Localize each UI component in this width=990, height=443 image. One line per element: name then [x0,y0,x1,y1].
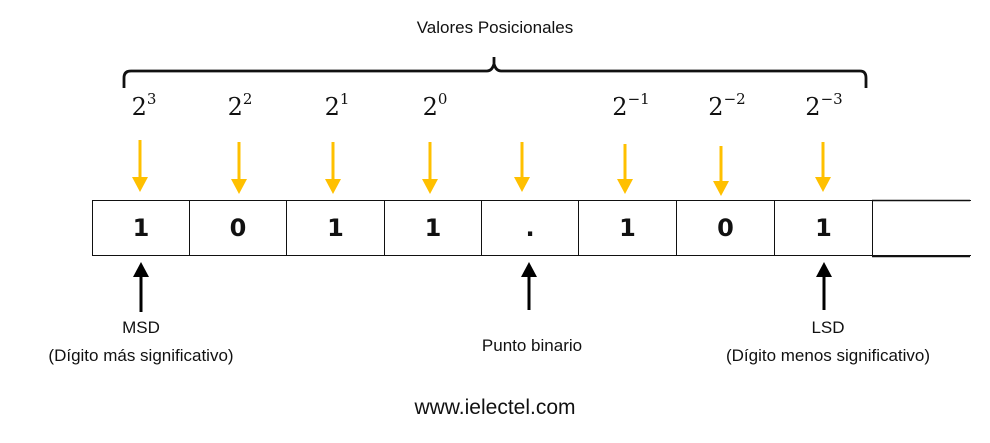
empty-cell [872,200,971,256]
bit-cell: 0 [676,200,774,256]
binary-point-cell: . [481,200,578,256]
power-label: 2−1 [612,90,650,121]
power-label: 2−2 [708,90,746,121]
arrow-down-icon [617,144,633,194]
binary-point-label: Punto binario [481,336,583,355]
lsd-description: (Dígito menos significativo) [725,346,931,365]
bit-cell: 1 [384,200,481,256]
arrow-down-icon [231,142,247,194]
power-label: 2−3 [805,90,843,121]
diagram-title: Valores Posicionales [416,18,574,37]
arrow-up-icon [521,262,537,310]
arrow-down-icon [514,142,530,192]
bit-cell: 1 [92,200,189,256]
arrow-down-icon [815,142,831,192]
pointer-arrows [133,262,832,312]
lsd-label: LSD [811,318,845,337]
power-label: 21 [324,90,350,121]
msd-description: (Dígito más significativo) [48,346,234,365]
arrow-down-icon [422,142,438,194]
arrow-down-icon [713,146,729,196]
arrow-up-icon [133,262,149,312]
arrow-up-icon [816,262,832,310]
brace-icon [122,57,868,88]
bit-cell: 0 [189,200,286,256]
arrow-down-icon [325,142,341,194]
power-label: 22 [227,90,253,121]
bit-cell: 1 [774,200,872,256]
msd-label: MSD [122,318,160,337]
bit-cell: 1 [578,200,676,256]
arrow-down-icon [132,140,148,192]
website-footer: www.ielectel.com [414,396,576,419]
value-arrows [132,140,831,196]
bit-cell: 1 [286,200,384,256]
power-label: 23 [131,90,157,121]
power-label: 20 [422,90,448,121]
